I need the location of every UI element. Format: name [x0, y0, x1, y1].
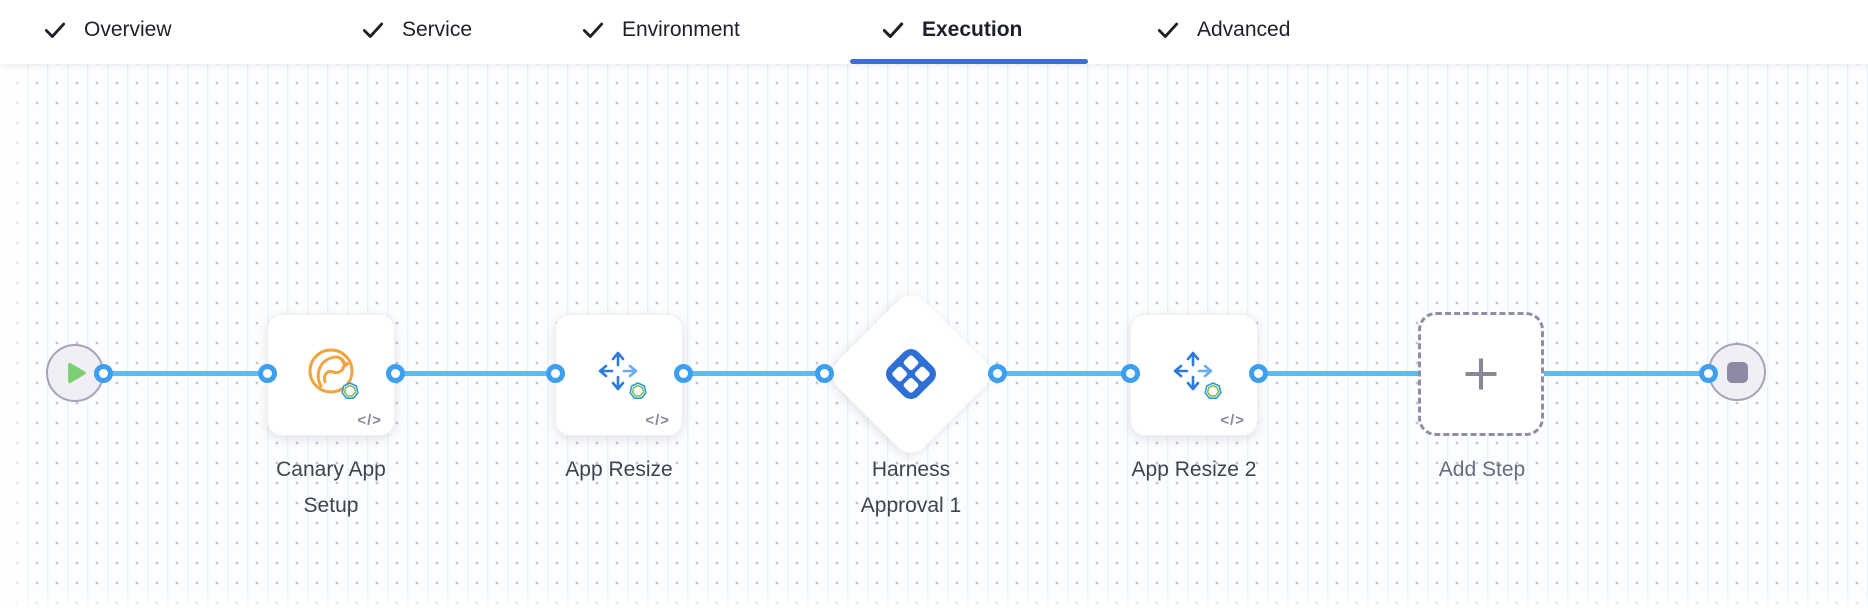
- canvas-bottom-fade: [0, 596, 1868, 608]
- tab-label: Environment: [622, 18, 740, 41]
- add-step-label: Add Step: [1438, 458, 1526, 481]
- step-label: App Resize 2: [1131, 458, 1257, 481]
- check-icon: [882, 22, 904, 39]
- connector-port[interactable]: [815, 364, 834, 383]
- step-label: Harness Approval 1: [860, 458, 962, 517]
- plus-icon: [1465, 358, 1497, 390]
- tab-label: Advanced: [1197, 18, 1291, 41]
- canvas-left-fade: [0, 64, 42, 608]
- code-icon: </>: [1220, 412, 1245, 429]
- stage-config-tabbar: Overview Service Environment Execution A…: [0, 0, 1868, 64]
- tab-label: Execution: [922, 18, 1023, 41]
- connector-port[interactable]: [386, 364, 405, 383]
- pipeline-canvas[interactable]: </> </>: [0, 64, 1868, 608]
- step-canary-app-setup[interactable]: </>: [267, 314, 395, 436]
- tab-label: Overview: [84, 18, 172, 41]
- tab-environment[interactable]: Environment: [580, 0, 740, 60]
- canary-bird-icon: [308, 348, 354, 394]
- connector-port[interactable]: [258, 364, 277, 383]
- step-app-resize-2[interactable]: </>: [1130, 314, 1258, 436]
- check-icon: [582, 22, 604, 38]
- step-harness-approval-1[interactable]: [824, 287, 998, 461]
- tab-overview[interactable]: Overview: [42, 0, 172, 60]
- step-app-resize[interactable]: </>: [555, 314, 683, 436]
- add-step-button[interactable]: [1418, 312, 1544, 436]
- start-node[interactable]: [46, 344, 104, 402]
- connector-port[interactable]: [1699, 364, 1718, 383]
- connector-port[interactable]: [546, 364, 565, 383]
- gear-badge-icon: [341, 382, 359, 400]
- tab-service[interactable]: Service: [360, 0, 472, 60]
- gear-badge-icon: [629, 382, 647, 400]
- tab-execution[interactable]: Execution: [880, 0, 1022, 60]
- check-icon: [362, 22, 384, 38]
- connector-port[interactable]: [1249, 364, 1268, 383]
- tab-advanced[interactable]: Advanced: [1155, 0, 1290, 60]
- tab-label: Service: [402, 18, 473, 41]
- move-arrows-icon: [598, 351, 638, 391]
- connector-port[interactable]: [988, 364, 1007, 383]
- stop-icon: [1726, 361, 1748, 383]
- play-icon: [68, 362, 86, 384]
- check-icon: [1157, 22, 1179, 38]
- connector-port[interactable]: [94, 364, 113, 383]
- connector-port[interactable]: [674, 364, 693, 383]
- step-label: App Resize: [565, 458, 673, 481]
- step-label: Canary App Setup: [276, 458, 386, 517]
- gear-badge-icon: [1204, 382, 1222, 400]
- check-icon: [44, 22, 66, 38]
- code-icon: </>: [645, 412, 670, 429]
- move-arrows-icon: [1173, 351, 1213, 391]
- code-icon: </>: [357, 412, 382, 429]
- execution-tab-underline: [850, 59, 1088, 64]
- connector-port[interactable]: [1121, 364, 1140, 383]
